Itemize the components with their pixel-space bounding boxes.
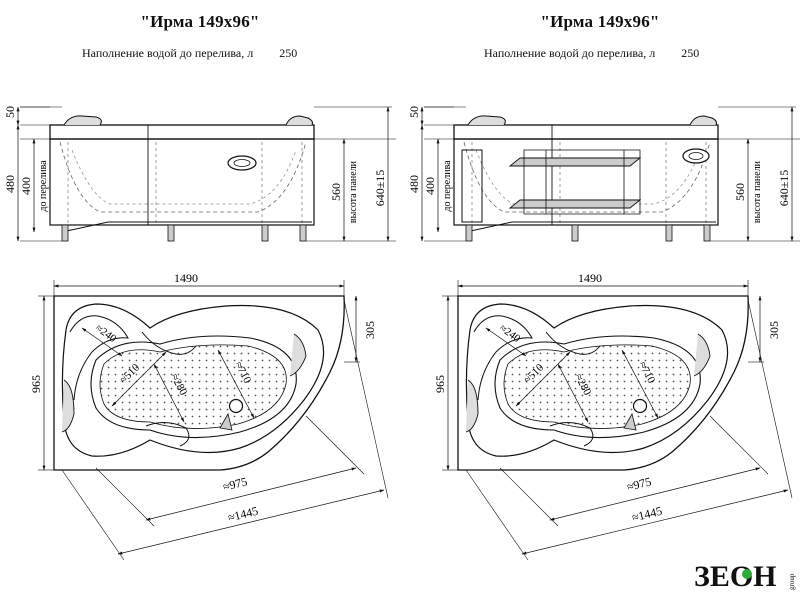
left-plan-view: 1490 965 305 ≈240 ≈510 ≈280 ≈710 ≈975 ≈1… <box>29 271 388 560</box>
left-side-view: 50 480 400 до перелива 560 высота панели… <box>3 106 396 241</box>
right-side-view: 50 480 400 до перелива 560 высота панели… <box>407 106 800 241</box>
left-panel-label: высота панели <box>348 160 359 223</box>
right-dim-975: ≈975 <box>625 474 652 494</box>
right-panel-label: высота панели <box>752 160 763 223</box>
right-dim-305: 305 <box>767 321 781 339</box>
right-fill-value: 250 <box>681 46 700 60</box>
left-overflow-label: до перелива <box>38 160 49 212</box>
right-dim-560: 560 <box>733 183 747 201</box>
left-dim-975: ≈975 <box>221 474 248 494</box>
right-jet-icon <box>682 148 710 164</box>
left-dim-480: 480 <box>3 175 17 193</box>
logo-accent-icon <box>742 569 752 579</box>
logo-sub-text: group <box>788 573 796 590</box>
right-plan-view: 1490 965 305 ≈240 ≈510 ≈280 ≈710 ≈975 ≈1… <box>433 271 792 560</box>
left-title: "Ирма 149х96" <box>140 12 260 31</box>
left-dim-965: 965 <box>29 375 43 393</box>
right-dim-965: 965 <box>433 375 447 393</box>
left-dim-400: 400 <box>19 177 33 195</box>
zeon-logo: ЗЕОН group <box>694 560 796 592</box>
logo-text: ЗЕОН <box>694 560 777 592</box>
left-fill-label: Наполнение водой до перелива, л <box>82 46 254 60</box>
right-dim-1490: 1490 <box>578 271 602 285</box>
left-dim-50: 50 <box>3 106 17 118</box>
right-title: "Ирма 149х96" <box>540 12 660 31</box>
left-dim-305: 305 <box>363 321 377 339</box>
left-fill-value: 250 <box>279 46 298 60</box>
left-dim-560: 560 <box>329 183 343 201</box>
left-dim-1490: 1490 <box>174 271 198 285</box>
right-dim-640: 640±15 <box>777 170 791 207</box>
right-overflow-label: до перелива <box>442 160 453 212</box>
left-dim-640: 640±15 <box>373 170 387 207</box>
left-fill-info: Наполнение водой до перелива, л 250 <box>82 46 297 61</box>
right-fill-info: Наполнение водой до перелива, л 250 <box>484 46 699 61</box>
right-dim-400: 400 <box>423 177 437 195</box>
right-dim-50: 50 <box>407 106 421 118</box>
left-jet-icon <box>227 155 257 171</box>
right-fill-label: Наполнение водой до перелива, л <box>484 46 656 60</box>
right-dim-480: 480 <box>407 175 421 193</box>
